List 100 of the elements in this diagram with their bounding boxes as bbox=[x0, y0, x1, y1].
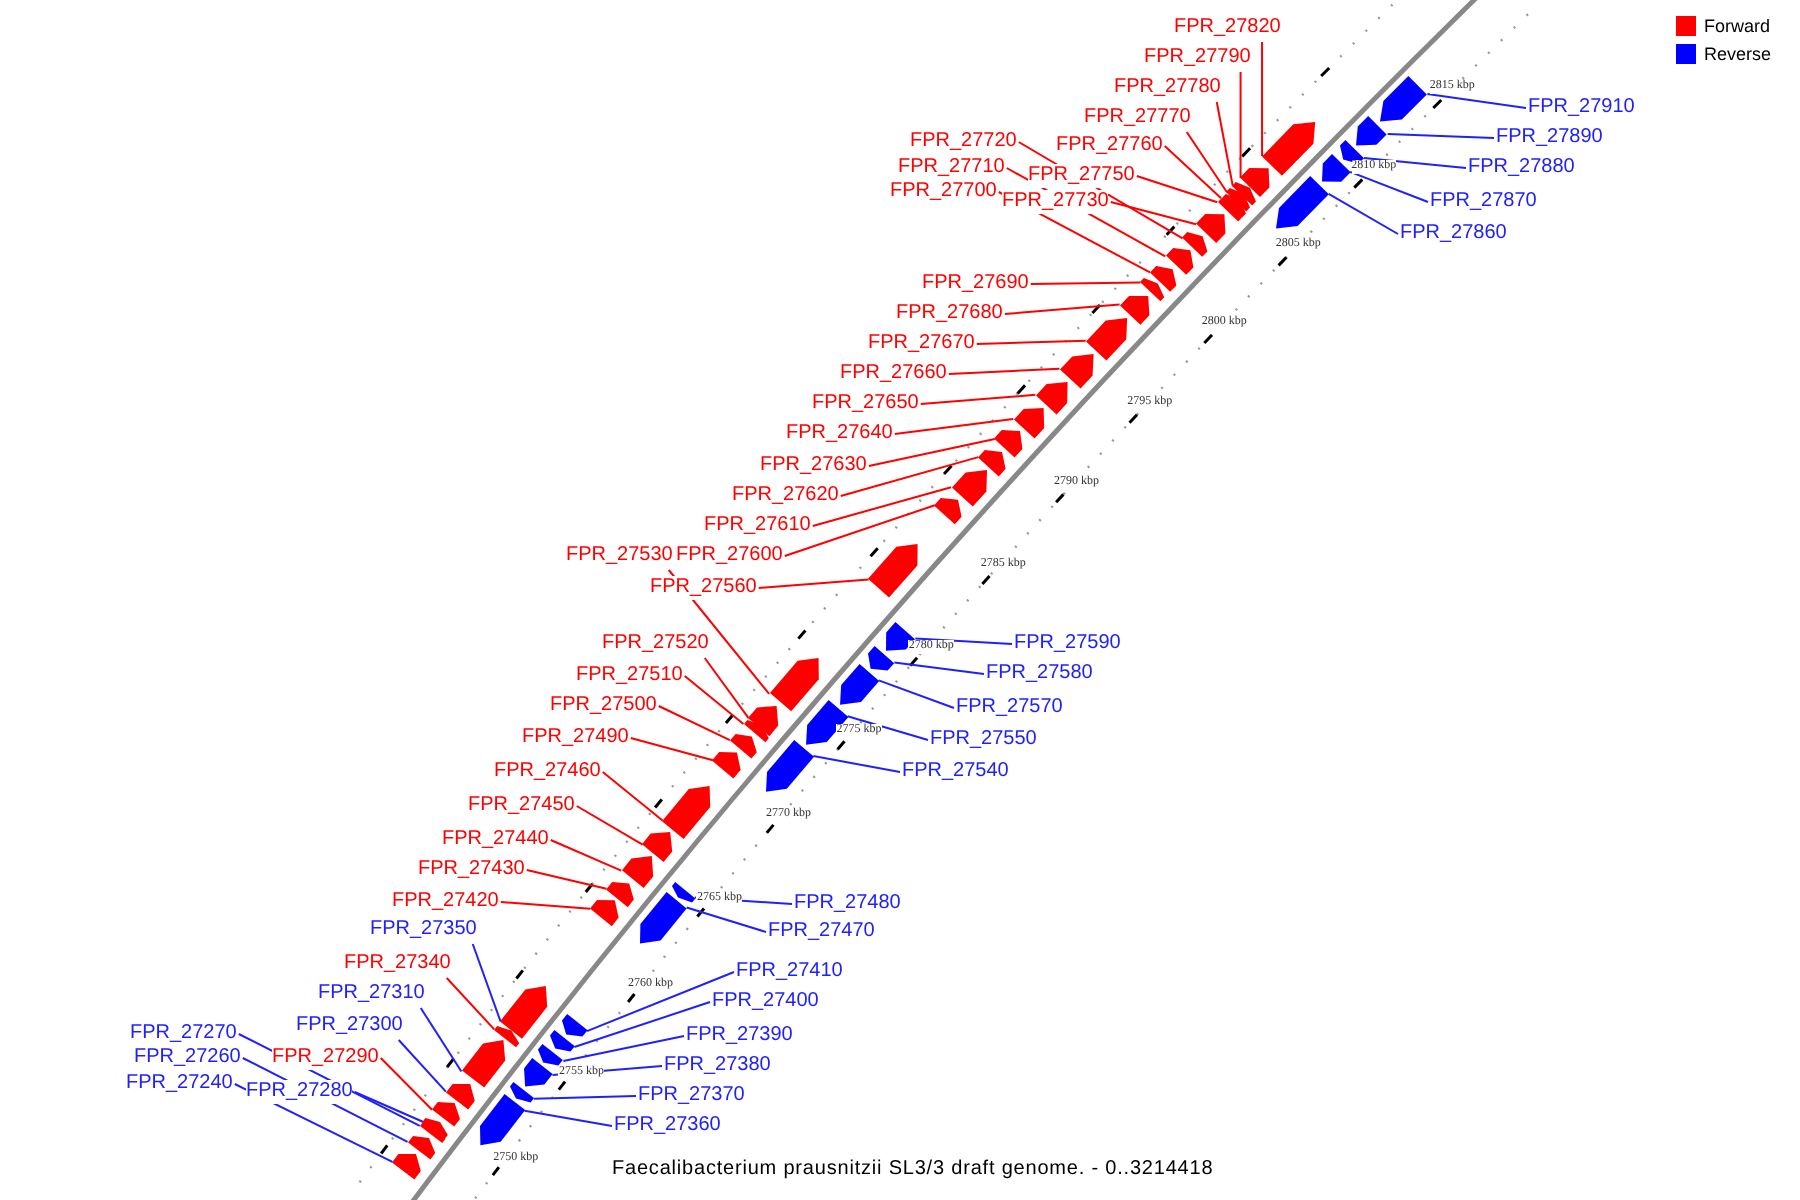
gene-label: FPR_27820 bbox=[1174, 16, 1281, 40]
leader-line bbox=[532, 1095, 637, 1100]
gene-block bbox=[590, 900, 619, 927]
gene-block bbox=[1140, 278, 1165, 302]
leader-line bbox=[877, 679, 955, 709]
gene-block bbox=[868, 544, 919, 599]
leader-line bbox=[893, 661, 985, 675]
gene-block bbox=[1149, 265, 1177, 292]
leader-line bbox=[919, 393, 1037, 405]
gene-label: FPR_27270 bbox=[130, 1022, 237, 1046]
gene-label: FPR_27380 bbox=[664, 1054, 771, 1078]
leader-line bbox=[562, 1035, 685, 1062]
legend-label: Reverse bbox=[1704, 44, 1772, 64]
gene-block bbox=[1013, 407, 1044, 438]
gene-label: FPR_27370 bbox=[638, 1084, 745, 1108]
gene-block bbox=[538, 1044, 564, 1067]
gene-label: FPR_27640 bbox=[786, 422, 893, 446]
gene-label: FPR_27730 bbox=[1002, 190, 1109, 214]
gene-block bbox=[640, 891, 687, 943]
leader-line bbox=[1327, 192, 1399, 235]
gene-block bbox=[1321, 153, 1351, 182]
leader-line bbox=[783, 504, 936, 557]
gene-block bbox=[407, 1135, 435, 1159]
leader-line bbox=[525, 869, 608, 890]
leader-line bbox=[575, 805, 644, 846]
gene-label: FPR_27620 bbox=[732, 484, 839, 508]
gene-block bbox=[1195, 214, 1226, 244]
leader-line bbox=[1215, 101, 1234, 188]
gene-label: FPR_27240 bbox=[126, 1072, 233, 1096]
gene-block bbox=[606, 881, 635, 907]
leader-line bbox=[445, 977, 496, 1031]
gene-label: FPR_27680 bbox=[896, 302, 1003, 326]
gene-label: FPR_27550 bbox=[930, 728, 1037, 752]
gene-block bbox=[934, 497, 963, 524]
leader-line bbox=[914, 637, 1013, 645]
gene-block bbox=[1380, 75, 1428, 122]
gene-label: FPR_27870 bbox=[1430, 190, 1537, 214]
gene-block bbox=[392, 1153, 422, 1179]
leader-line bbox=[683, 675, 745, 726]
gene-block bbox=[1340, 139, 1364, 164]
gene-label: FPR_27420 bbox=[392, 890, 499, 914]
gene-label: FPR_27280 bbox=[246, 1080, 353, 1104]
leader-line bbox=[1003, 303, 1121, 315]
gene-label: FPR_27630 bbox=[760, 454, 867, 478]
gene-label: FPR_27510 bbox=[576, 664, 683, 688]
leader-line bbox=[601, 771, 664, 822]
leader-line bbox=[846, 715, 929, 741]
gene-label: FPR_27350 bbox=[370, 918, 477, 942]
gene-block bbox=[1262, 121, 1316, 176]
gene-label: FPR_27710 bbox=[898, 156, 1005, 180]
leader-line bbox=[1426, 93, 1527, 109]
gene-label: FPR_27430 bbox=[418, 858, 525, 882]
gene-label: FPR_27440 bbox=[442, 828, 549, 852]
gene-label: FPR_27790 bbox=[1144, 46, 1251, 70]
leader-line bbox=[975, 339, 1087, 345]
leader-line bbox=[685, 906, 767, 933]
gene-label: FPR_27780 bbox=[1114, 76, 1221, 100]
gene-block bbox=[561, 1014, 587, 1038]
legend-label: Forward bbox=[1704, 16, 1771, 36]
gene-label: FPR_27890 bbox=[1496, 126, 1603, 150]
gene-block bbox=[621, 856, 653, 889]
leader-line bbox=[1362, 156, 1467, 169]
gene-label: FPR_27910 bbox=[1528, 96, 1635, 120]
gene-block bbox=[951, 469, 986, 506]
gene-block bbox=[743, 720, 769, 743]
gene-label: FPR_27660 bbox=[840, 362, 947, 386]
leader-line bbox=[947, 367, 1061, 375]
leader-line bbox=[419, 1007, 463, 1073]
gene-label: FPR_27520 bbox=[602, 632, 709, 656]
gene-label: FPR_27460 bbox=[494, 760, 601, 784]
gene-label: FPR_27490 bbox=[522, 726, 629, 750]
gene-block bbox=[1356, 115, 1388, 146]
gene-label: FPR_27700 bbox=[890, 180, 997, 204]
gene-label: FPR_27750 bbox=[1028, 164, 1135, 188]
gene-label: FPR_27450 bbox=[468, 794, 575, 818]
gene-label: FPR_27570 bbox=[956, 696, 1063, 720]
leader-line bbox=[586, 971, 735, 1033]
gene-block bbox=[523, 1058, 553, 1088]
gene-block bbox=[1119, 295, 1149, 324]
gene-block bbox=[1085, 317, 1127, 360]
gene-block bbox=[839, 663, 879, 705]
gene-block bbox=[662, 785, 711, 839]
leader-line bbox=[703, 657, 750, 720]
gene-block bbox=[1275, 175, 1329, 228]
gene-label: FPR_27770 bbox=[1084, 106, 1191, 130]
gene-block bbox=[509, 1082, 534, 1104]
gene-label: FPR_27880 bbox=[1468, 156, 1575, 180]
gene-block bbox=[712, 751, 742, 779]
gene-block bbox=[1182, 232, 1208, 258]
gene-block bbox=[729, 733, 757, 759]
gene-block bbox=[642, 832, 673, 863]
leader-line bbox=[573, 1001, 711, 1049]
gene-label: FPR_27530 bbox=[566, 544, 673, 568]
gene-block bbox=[432, 1102, 460, 1127]
gene-label: FPR_27260 bbox=[134, 1046, 241, 1070]
gene-label: FPR_27600 bbox=[676, 544, 783, 568]
gene-block bbox=[994, 430, 1024, 458]
gene-block bbox=[479, 1094, 525, 1147]
leader-line bbox=[893, 417, 1015, 435]
leader-line bbox=[757, 578, 870, 589]
